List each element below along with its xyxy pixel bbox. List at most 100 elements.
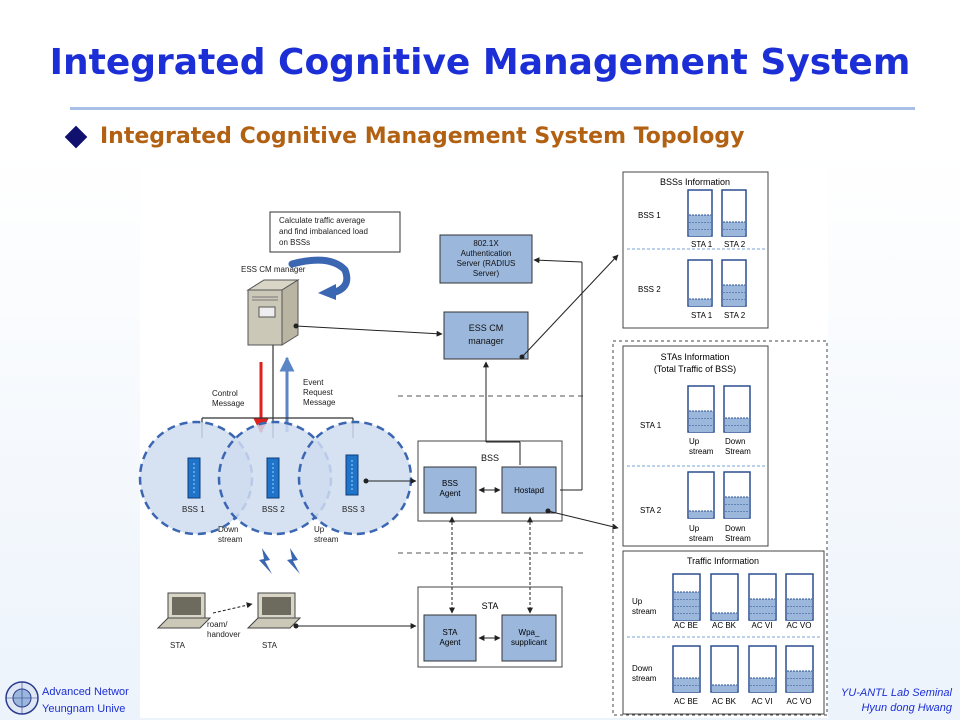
queue-icon — [721, 259, 747, 307]
svg-text:Message: Message — [212, 399, 245, 408]
title-divider — [70, 107, 915, 110]
page-title: Integrated Cognitive Management System — [49, 42, 911, 83]
svg-text:802.1X: 802.1X — [473, 239, 499, 248]
svg-text:ESS CM: ESS CM — [469, 323, 504, 333]
footer-author: Hyun dong Hwang — [861, 702, 952, 714]
svg-text:Up: Up — [314, 525, 325, 534]
svg-text:on BSSs: on BSSs — [279, 238, 310, 247]
svg-text:Server (RADIUS: Server (RADIUS — [457, 259, 516, 268]
svg-text:stream: stream — [218, 535, 243, 544]
queue-icon — [687, 189, 713, 237]
bss-info-queues — [687, 189, 747, 307]
svg-text:Stream: Stream — [725, 534, 751, 543]
svg-text:Stream: Stream — [725, 447, 751, 456]
svg-text:STA 2: STA 2 — [640, 506, 662, 515]
svg-text:Message: Message — [303, 398, 336, 407]
svg-text:Control: Control — [212, 389, 238, 398]
ac-label: AC VO — [787, 697, 812, 706]
curved-cycle-arrow-icon — [288, 256, 351, 300]
svg-text:stream: stream — [632, 607, 657, 616]
queue-icon — [710, 645, 739, 693]
footer-left: Advanced Networ Yeungnam Unive — [42, 684, 146, 718]
sta-label-1: STA — [170, 641, 186, 650]
queue-icon — [687, 259, 713, 307]
svg-text:STA 1: STA 1 — [691, 240, 713, 249]
queue-icon — [672, 573, 701, 621]
svg-text:manager: manager — [468, 336, 504, 346]
auth-server-box: 802.1X Authentication Server (RADIUS Ser… — [439, 234, 533, 284]
queue-icon — [672, 645, 701, 693]
svg-text:Agent: Agent — [440, 489, 462, 498]
queue-icon — [785, 645, 814, 693]
svg-text:Up: Up — [632, 597, 643, 606]
sta-label-2: STA — [262, 641, 278, 650]
ac-label: AC VI — [752, 621, 773, 630]
svg-text:Up: Up — [689, 524, 700, 533]
traffic-info-queues — [672, 573, 814, 693]
svg-text:STA 2: STA 2 — [724, 240, 746, 249]
svg-text:Hostapd: Hostapd — [514, 486, 544, 495]
bss-group-box: BSS BSS Agent Hostapd — [417, 440, 563, 522]
ac-label: AC BE — [674, 621, 698, 630]
svg-text:STA 1: STA 1 — [640, 421, 662, 430]
svg-text:stream: stream — [689, 447, 714, 456]
svg-text:Authentication: Authentication — [461, 249, 512, 258]
svg-text:Down: Down — [725, 524, 745, 533]
queue-icon — [687, 471, 715, 519]
svg-text:Up: Up — [689, 437, 700, 446]
svg-text:STA: STA — [443, 628, 459, 637]
bss-3-label: BSS 3 — [342, 505, 365, 514]
university-seal-icon — [5, 681, 39, 715]
laptop-icon — [156, 592, 302, 629]
footer-university: Yeungnam Unive — [42, 703, 126, 715]
ac-label: AC VI — [752, 697, 773, 706]
bss-1-label: BSS 1 — [182, 505, 205, 514]
svg-text:STAs Information: STAs Information — [661, 352, 730, 362]
queue-icon — [723, 471, 751, 519]
queue-icon — [748, 573, 777, 621]
ess-cm-manager-box: ESS CM manager — [443, 311, 529, 360]
queue-icon — [723, 385, 751, 433]
ess-cm-manager-label: ESS CM manager — [241, 265, 306, 274]
svg-text:Down: Down — [632, 664, 652, 673]
svg-text:Down: Down — [218, 525, 238, 534]
sta-group-box: STA STA Agent Wpa_ supplicant — [417, 586, 563, 668]
svg-text:Request: Request — [303, 388, 334, 397]
svg-text:BSS: BSS — [442, 479, 458, 488]
access-point-icons — [187, 454, 359, 499]
svg-text:roam/: roam/ — [207, 620, 228, 629]
section-heading-text: Integrated Cognitive Management System T… — [100, 124, 745, 149]
svg-text:Wpa_: Wpa_ — [519, 628, 540, 637]
svg-text:STA 2: STA 2 — [724, 311, 746, 320]
queue-icon — [748, 645, 777, 693]
svg-text:Down: Down — [725, 437, 745, 446]
svg-text:stream: stream — [689, 534, 714, 543]
svg-text:BSS 2: BSS 2 — [638, 285, 661, 294]
svg-text:and find imbalanced load: and find imbalanced load — [279, 227, 368, 236]
svg-text:Server): Server) — [473, 269, 500, 278]
section-heading: Integrated Cognitive Management System T… — [64, 124, 745, 149]
bss-2-label: BSS 2 — [262, 505, 285, 514]
svg-text:STA 1: STA 1 — [691, 311, 713, 320]
svg-text:BSS: BSS — [481, 453, 499, 463]
svg-text:handover: handover — [207, 630, 241, 639]
footer-right: YU-ANTL Lab Seminal Hyun dong Hwang — [841, 686, 952, 716]
svg-text:Event: Event — [303, 378, 324, 387]
ac-label: AC BK — [712, 621, 737, 630]
svg-text:STA: STA — [482, 601, 499, 611]
svg-text:(Total Traffic of BSS): (Total Traffic of BSS) — [654, 364, 736, 374]
footer-lab-name: Advanced Networ — [42, 686, 129, 698]
wireless-link-icon — [259, 548, 300, 574]
ac-label: AC VO — [787, 621, 812, 630]
svg-text:Agent: Agent — [440, 638, 462, 647]
svg-text:stream: stream — [632, 674, 657, 683]
svg-text:supplicant: supplicant — [511, 638, 548, 647]
queue-icon — [710, 573, 739, 621]
queue-icon — [721, 189, 747, 237]
footer-seminar: YU-ANTL Lab Seminal — [840, 687, 952, 699]
svg-text:BSS 1: BSS 1 — [638, 211, 661, 220]
server-icon — [246, 279, 300, 346]
calc-note-box: Calculate traffic average and find imbal… — [269, 211, 401, 253]
